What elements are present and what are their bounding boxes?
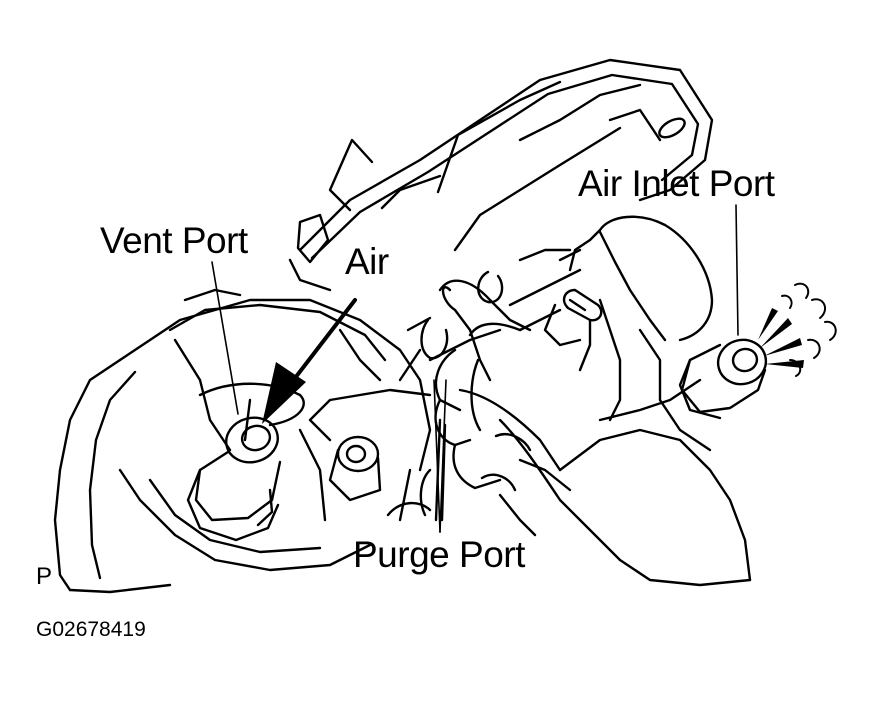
- air-label: Air: [345, 241, 389, 282]
- air-flow-puffs: [781, 282, 837, 377]
- purge-port-tube: [398, 270, 504, 382]
- purge-leader-b: [433, 379, 441, 533]
- air-inlet-nozzle: [678, 338, 768, 420]
- bracket-outline: [298, 58, 714, 260]
- hand-illustration: [386, 279, 752, 587]
- purge-leader-a: [439, 379, 447, 533]
- vent-port-nozzle: [186, 416, 282, 542]
- purge-port-label: Purge Port: [353, 534, 525, 575]
- canister-body: [53, 213, 432, 594]
- valve-cylinder: [508, 215, 714, 452]
- air-inlet-leader: [735, 204, 739, 336]
- leader-lines: [211, 204, 739, 533]
- air-inlet-port-label: Air Inlet Port: [578, 163, 775, 204]
- vent-port-leader: [211, 261, 239, 415]
- figure-code: G02678419: [36, 618, 146, 641]
- p-mark: P: [36, 563, 53, 590]
- air-direction-arrow-icon: [262, 298, 357, 424]
- air-spray-icon: [758, 308, 804, 368]
- vent-port-label: Vent Port: [100, 220, 248, 261]
- mounting-bolt: [308, 388, 432, 502]
